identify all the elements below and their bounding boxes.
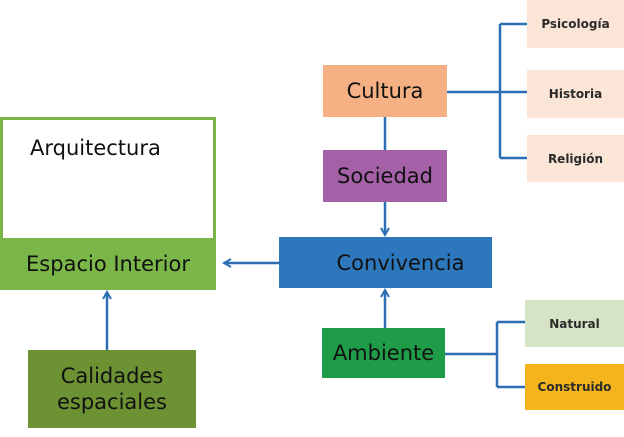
construido-node: Construido (525, 364, 624, 410)
natural-label: Natural (549, 316, 600, 331)
religion-label: Religión (547, 151, 604, 166)
espacio-interior-node: Espacio Interior (0, 238, 216, 290)
historia-node: Historia (527, 70, 624, 118)
historia-label: Historia (548, 87, 603, 101)
ambiente-node: Ambiente (322, 328, 445, 378)
ambiente-label: Ambiente (332, 341, 435, 365)
sociedad-label: Sociedad (336, 164, 433, 188)
convivencia-label: Convivencia (336, 250, 465, 275)
cultura-node: Cultura (323, 65, 447, 117)
calidades-label-line1: Calidades (60, 363, 164, 388)
psicologia-label: Psicología (541, 17, 610, 31)
psicologia-node: Psicología (527, 0, 624, 48)
arquitectura-label: Arquitectura (30, 136, 161, 160)
bracket-ambiente (445, 320, 525, 389)
cultura-label: Cultura (346, 79, 424, 103)
calidades-espaciales-node: Calidades espaciales (28, 350, 196, 428)
natural-node: Natural (525, 300, 624, 347)
construido-label: Construido (537, 380, 612, 394)
bracket-cultura (447, 22, 527, 160)
religion-node: Religión (527, 135, 624, 182)
espacio-interior-label: Espacio Interior (26, 252, 190, 276)
calidades-label-line2: espaciales (56, 390, 167, 414)
convivencia-node: Convivencia (279, 237, 492, 288)
sociedad-node: Sociedad (323, 150, 447, 202)
